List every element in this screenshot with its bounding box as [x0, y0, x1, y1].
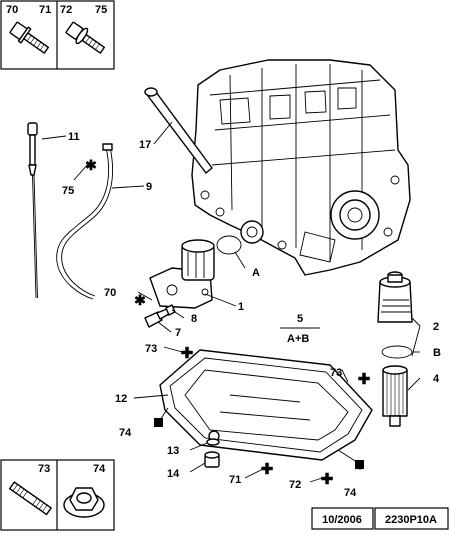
drain-washer — [206, 438, 220, 446]
callout-74-left: 74 — [119, 427, 132, 439]
inset-label-75: 75 — [95, 4, 107, 16]
callout-14: 14 — [167, 468, 180, 480]
dipstick — [27, 122, 38, 299]
fastener-inset-bottom: 73 74 — [0, 459, 115, 531]
callout-7: 7 — [175, 327, 181, 339]
callout-72: 72 — [289, 479, 301, 491]
callout-8: 8 — [191, 313, 197, 325]
oil-pan — [159, 349, 373, 461]
footer: 10/2006 2230P10A — [311, 507, 449, 530]
drain-plug — [204, 451, 220, 468]
stud-icon — [8, 481, 52, 516]
ref-b-label: B — [433, 347, 441, 359]
callout-labels: 11 17 9 75 A 70 1 8 7 5 A+B 2 B 4 73 73 … — [62, 131, 441, 499]
square-marker-74a — [154, 418, 163, 427]
oil-filter-element — [382, 365, 408, 427]
flange-bolt-icon — [9, 21, 50, 54]
callout-5: 5 — [297, 313, 303, 325]
inset-label-73: 73 — [38, 463, 50, 475]
marker-symbols: ✱ ✱ ✚ ✚ ✚ ✚ — [85, 157, 371, 488]
leader-lines — [41, 121, 421, 483]
callout-73-right: 73 — [330, 367, 342, 379]
plus-marker-71: ✚ — [261, 461, 274, 478]
inset-label-72: 72 — [60, 4, 72, 16]
engine-block — [191, 59, 411, 276]
pressure-sensor — [144, 308, 170, 328]
callout-74-right: 74 — [344, 487, 357, 499]
callout-4: 4 — [433, 373, 440, 385]
plus-marker-73a: ✚ — [181, 345, 194, 362]
callout-17: 17 — [139, 139, 151, 151]
inset-label-71: 71 — [39, 4, 51, 16]
callout-2: 2 — [433, 321, 439, 333]
guide-tube — [56, 143, 113, 300]
ref-ab-label: A+B — [287, 333, 309, 345]
oil-filter-cap — [377, 271, 413, 323]
washer-bolt-icon — [65, 21, 106, 54]
plus-marker-73b: ✚ — [358, 371, 371, 388]
fastener-inset-top: 70 71 72 75 — [0, 0, 115, 70]
o-ring-b — [381, 345, 413, 359]
callout-1: 1 — [238, 301, 244, 313]
callout-11: 11 — [68, 131, 80, 143]
footer-code: 2230P10A — [385, 514, 437, 526]
inset-label-70: 70 — [6, 4, 18, 16]
callout-12: 12 — [115, 393, 127, 405]
inset-label-74: 74 — [93, 463, 106, 475]
ref-a-label: A — [252, 267, 260, 279]
dipstick-tube — [144, 87, 213, 174]
footer-date: 10/2006 — [322, 514, 362, 526]
plus-marker-72: ✚ — [321, 471, 334, 488]
square-marker-74b — [355, 460, 364, 469]
o-ring-a — [216, 235, 242, 255]
star-marker-70: ✱ — [134, 292, 146, 308]
callout-9: 9 — [146, 181, 152, 193]
oil-filter-housing — [149, 239, 215, 309]
callout-13: 13 — [167, 445, 179, 457]
callout-70: 70 — [104, 287, 116, 299]
flange-nut-icon — [63, 487, 105, 518]
star-marker-75: ✱ — [85, 157, 97, 173]
callout-73-left: 73 — [145, 343, 157, 355]
callout-75: 75 — [62, 185, 74, 197]
callout-71: 71 — [229, 474, 241, 486]
